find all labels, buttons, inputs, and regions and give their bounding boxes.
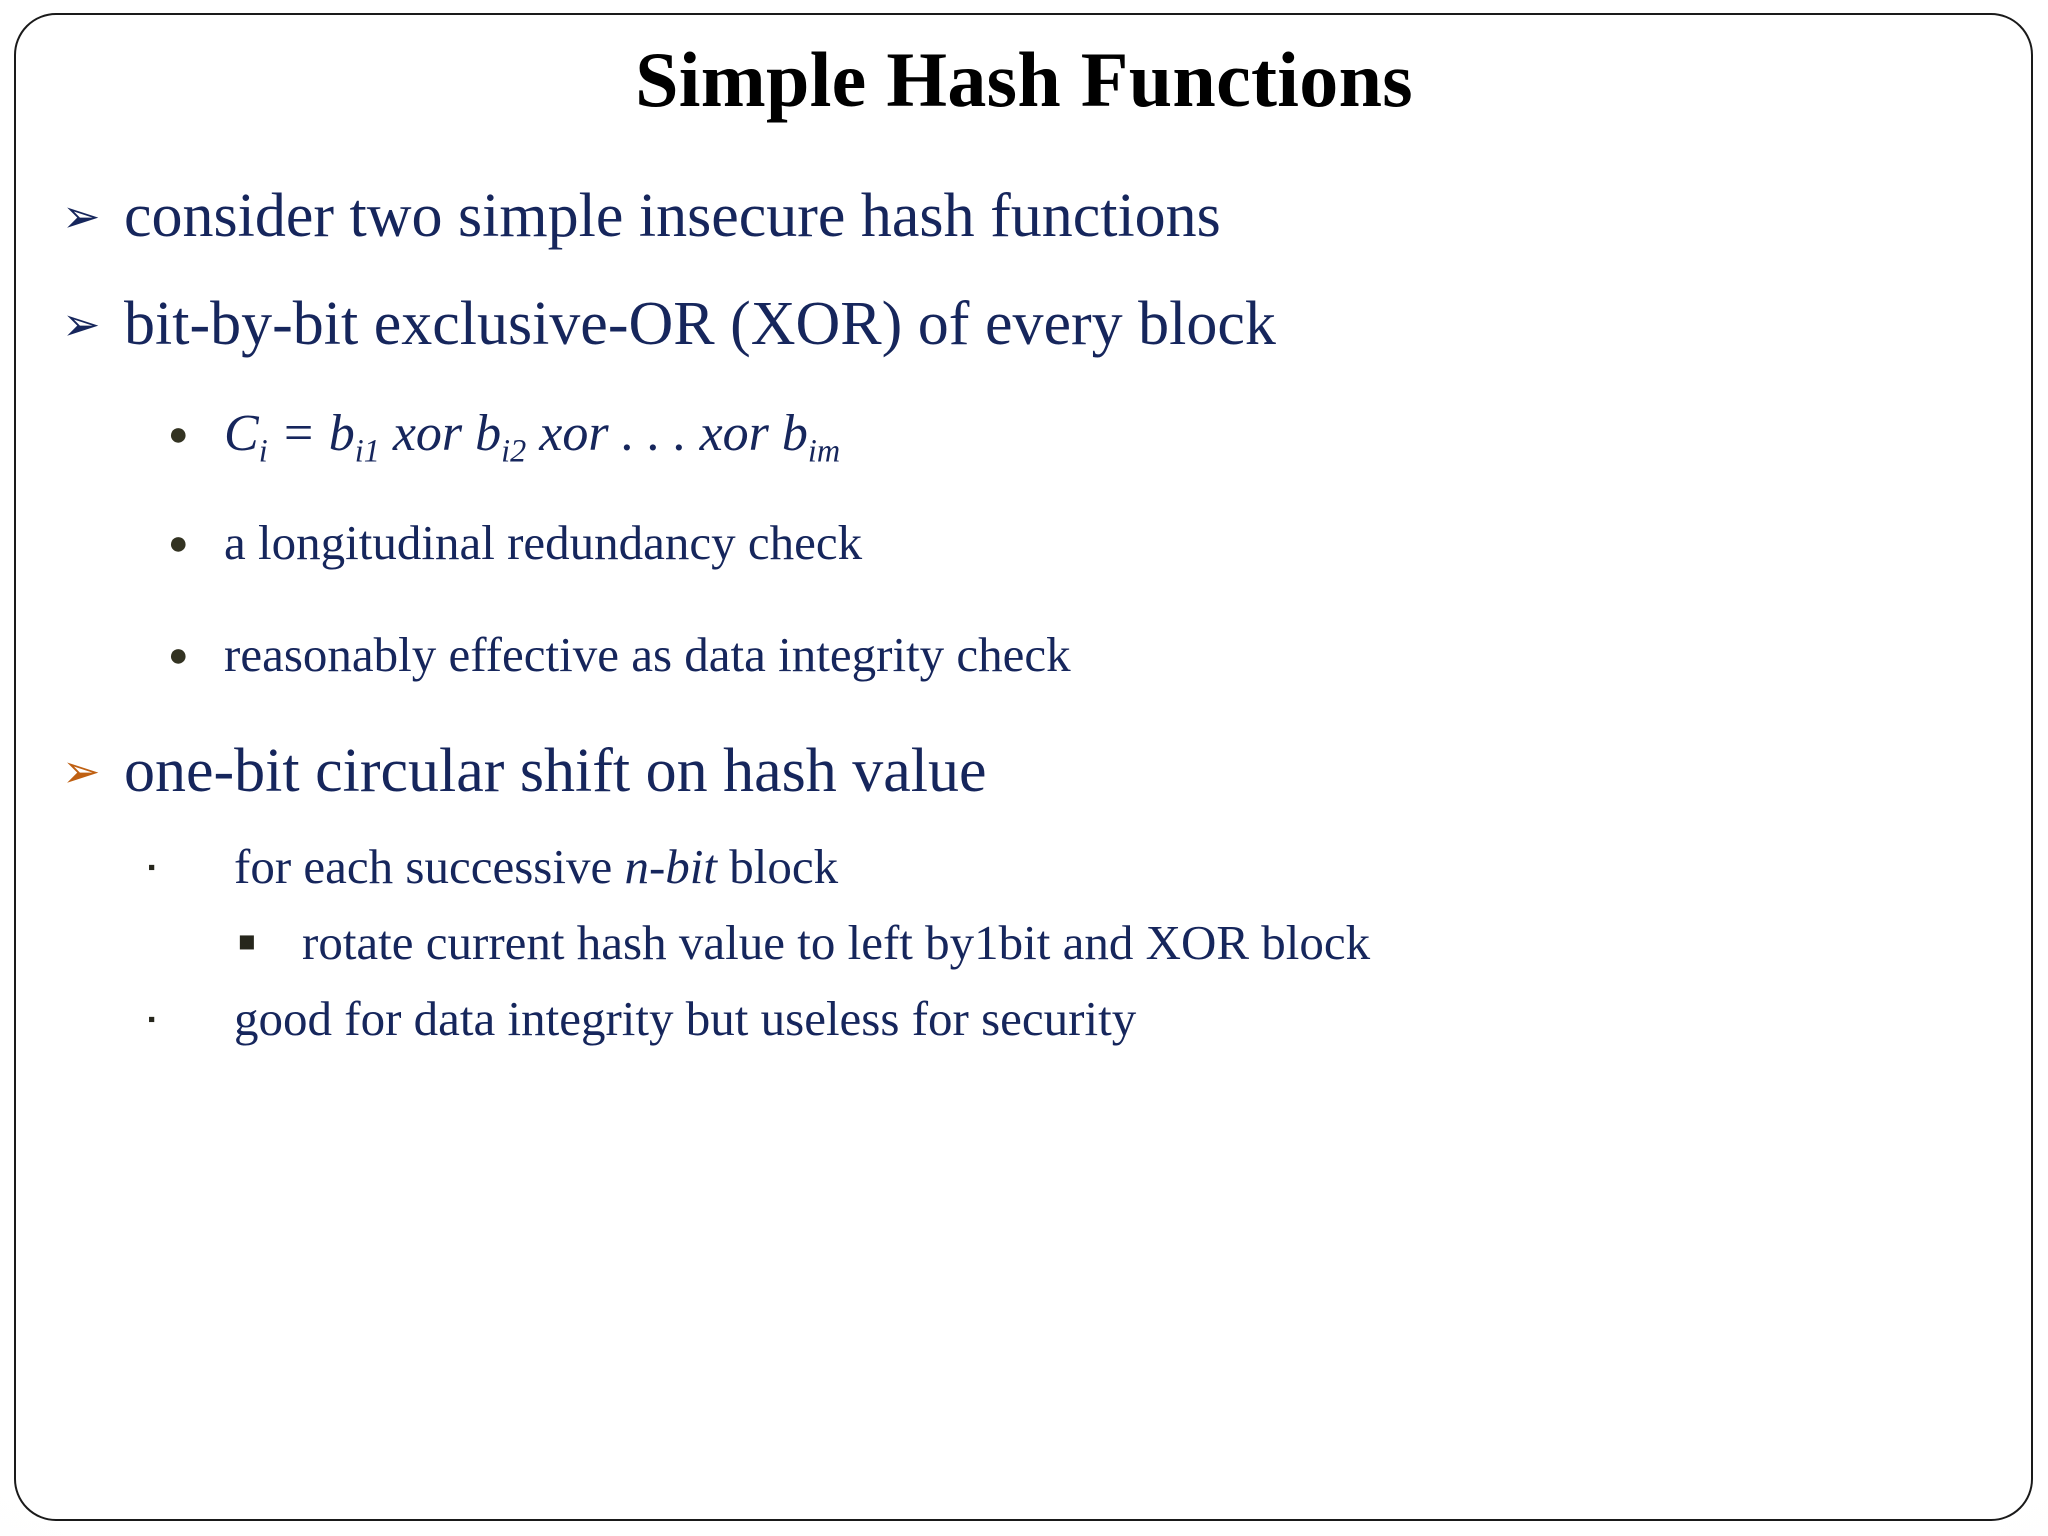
arrow-bullet-icon: ➢ xyxy=(62,299,101,350)
small-square-bullet-icon: ▪ xyxy=(148,855,156,879)
small-square-bullet-icon: ▪ xyxy=(148,1007,156,1031)
bullet-reasonably-effective: ● reasonably effective as data integrity… xyxy=(168,630,1071,679)
formula-b2-subscript: i2 xyxy=(501,432,527,469)
bullet-consider-two-simple: ➢ consider two simple insecure hash func… xyxy=(62,185,1221,247)
bullet-good-for-data-integrity: ▪ good for data integrity but useless fo… xyxy=(148,994,1136,1043)
bullet-text: a longitudinal redundancy check xyxy=(224,515,863,570)
bullet-text: good for data integrity but useless for … xyxy=(234,991,1137,1046)
formula-b1: b xyxy=(328,405,355,462)
arrow-bullet-icon: ➢ xyxy=(62,746,101,797)
formula-xor-2: xor xyxy=(526,405,622,462)
bullet-rotate-hash-value: ■ rotate current hash value to left by1b… xyxy=(238,918,1370,967)
foreach-suffix: block xyxy=(717,839,839,894)
bullet-text: one-bit circular shift on hash value xyxy=(124,737,987,805)
formula-b3-subscript: im xyxy=(807,432,841,469)
formula-c: C xyxy=(224,405,259,462)
square-bullet-icon: ■ xyxy=(238,926,256,958)
disc-bullet-icon: ● xyxy=(168,637,189,674)
bullet-text: rotate current hash value to left by1bit… xyxy=(302,915,1371,970)
disc-bullet-icon: ● xyxy=(168,416,189,453)
bullet-xor-formula: ● Ci = bi1 xor bi2 xor . . . xor bim xyxy=(168,408,840,467)
bullet-text: for each successive n-bit block xyxy=(234,842,838,891)
formula-expression: Ci = bi1 xor bi2 xor . . . xor bim xyxy=(224,408,840,467)
bullet-text: reasonably effective as data integrity c… xyxy=(224,627,1071,682)
arrow-bullet-icon: ➢ xyxy=(62,191,101,242)
formula-xor-1: xor xyxy=(379,405,476,462)
bullet-bit-by-bit-xor: ➢ bit-by-bit exclusive-OR (XOR) of every… xyxy=(62,293,1276,355)
formula-c-subscript: i xyxy=(258,432,268,469)
foreach-prefix: for each successive xyxy=(234,839,625,894)
formula-b1-subscript: i1 xyxy=(354,432,380,469)
disc-bullet-icon: ● xyxy=(168,525,189,562)
formula-ellipsis: . . . xyxy=(621,405,700,462)
bullet-for-each-successive-block: ▪ for each successive n-bit block xyxy=(148,842,838,891)
bullet-text: bit-by-bit exclusive-OR (XOR) of every b… xyxy=(124,290,1276,358)
bullet-longitudinal-redundancy-check: ● a longitudinal redundancy check xyxy=(168,518,862,567)
bullet-text: consider two simple insecure hash functi… xyxy=(124,182,1221,250)
formula-equals: = xyxy=(267,405,329,462)
bullet-one-bit-circular-shift: ➢ one-bit circular shift on hash value xyxy=(62,740,987,802)
formula-b2: b xyxy=(475,405,502,462)
slide-title: Simple Hash Functions xyxy=(635,36,1413,123)
foreach-emphasis: n-bit xyxy=(624,839,717,894)
formula-b3: b xyxy=(781,405,808,462)
formula-xor-3: xor xyxy=(699,405,782,462)
